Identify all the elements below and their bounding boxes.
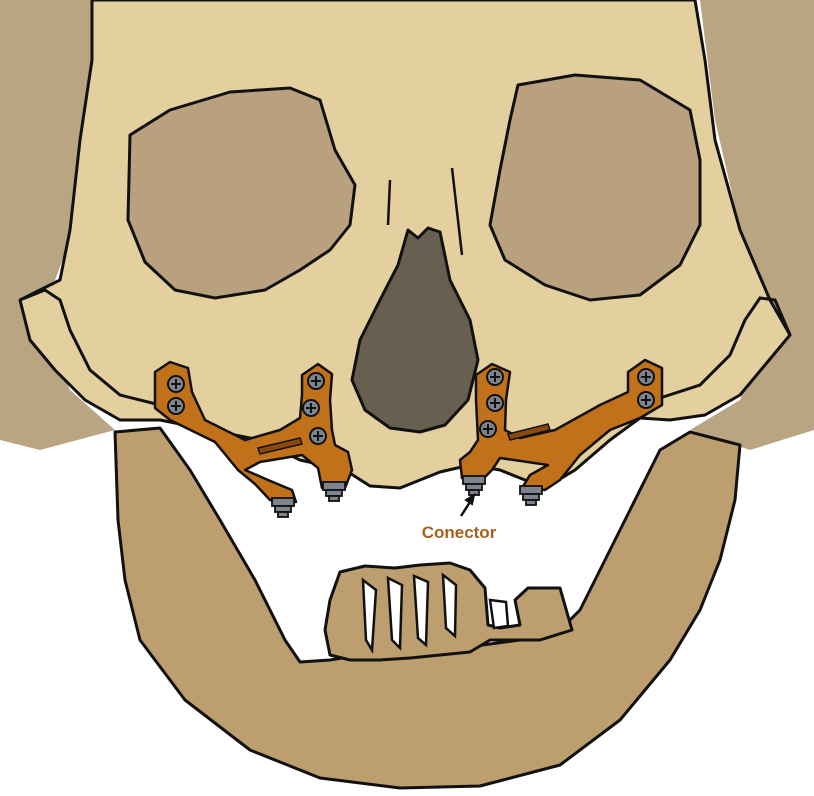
screw-icon — [480, 421, 496, 437]
screw-icon — [310, 428, 326, 444]
screw-icon — [168, 376, 184, 392]
connector-label: Conector — [422, 523, 497, 542]
mandible — [115, 428, 740, 788]
connector-annotation: Conector — [422, 495, 497, 542]
arrow-head — [466, 495, 474, 504]
screw-icon — [638, 369, 654, 385]
screw-icon — [638, 392, 654, 408]
connector-icon — [272, 498, 294, 517]
screw-icon — [168, 398, 184, 414]
skull — [0, 0, 814, 488]
screw-icon — [487, 395, 503, 411]
connector-icon — [323, 482, 345, 501]
connector-icon — [520, 486, 542, 505]
right-orbit — [490, 75, 700, 300]
screw-icon — [308, 373, 324, 389]
screw-icon — [303, 400, 319, 416]
connector-icon — [463, 476, 485, 495]
screw-icon — [487, 369, 503, 385]
